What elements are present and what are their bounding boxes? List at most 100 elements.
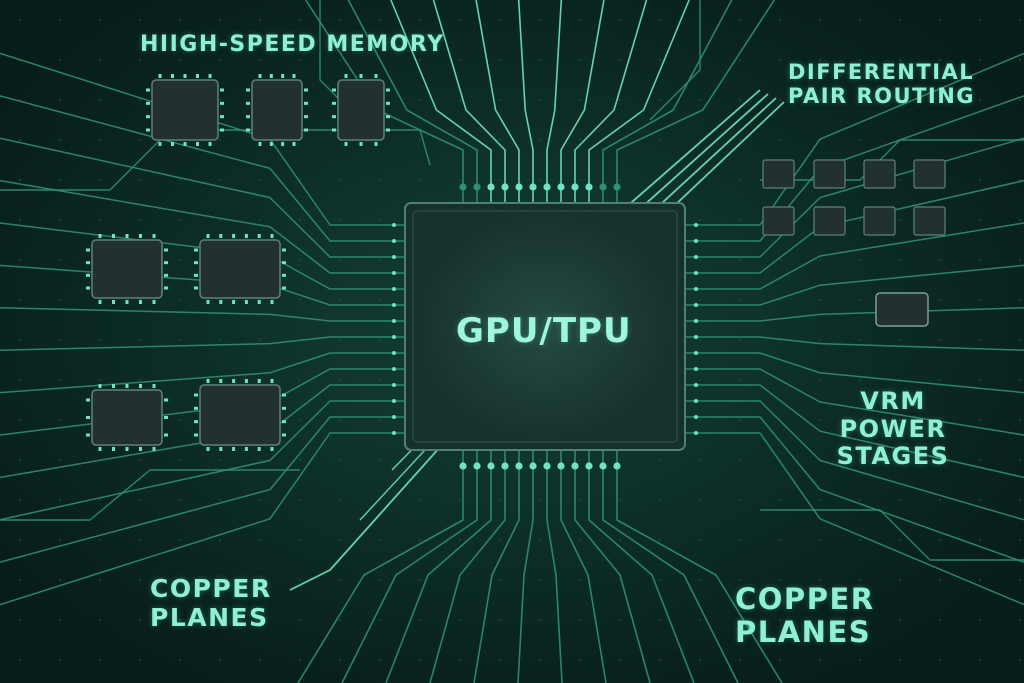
- grid-dot: [259, 219, 261, 221]
- grid-dot: [819, 339, 821, 341]
- memory-chip: [199, 239, 281, 299]
- trace-decor: [649, 0, 701, 121]
- grid-dot: [179, 659, 181, 661]
- grid-dot: [459, 179, 461, 181]
- trace-top: [475, 0, 520, 203]
- high-speed-memory-label: HIIGH-SPEED MEMORY: [140, 32, 445, 57]
- grid-dot: [899, 59, 901, 61]
- component-pin: [98, 300, 102, 304]
- pad-bottom: [501, 462, 509, 470]
- pad-bottom: [515, 462, 523, 470]
- grid-dot: [339, 539, 341, 541]
- pad-top: [543, 183, 551, 191]
- component-pin: [194, 273, 198, 277]
- grid-dot: [99, 139, 101, 141]
- trace-bottom: [429, 450, 506, 683]
- vrm-power-stage: [813, 206, 846, 236]
- grid-dot: [979, 379, 981, 381]
- component-pin: [125, 234, 129, 238]
- grid-dot: [539, 499, 541, 501]
- trace-bottom: [297, 450, 464, 683]
- grid-dot: [579, 19, 581, 21]
- grid-dot: [59, 179, 61, 181]
- grid-dot: [619, 179, 621, 181]
- grid-dot: [979, 259, 981, 261]
- grid-dot: [659, 59, 661, 61]
- grid-dot: [179, 59, 181, 61]
- grid-dot: [19, 379, 21, 381]
- grid-dot: [219, 59, 221, 61]
- grid-dot: [739, 379, 741, 381]
- grid-dot: [139, 339, 141, 341]
- component-pin: [220, 88, 224, 92]
- trace-bottom: [560, 450, 607, 683]
- grid-dot: [739, 179, 741, 181]
- grid-dot: [619, 99, 621, 101]
- grid-dot: [19, 539, 21, 541]
- component-pin: [270, 379, 274, 383]
- grid-dot: [419, 179, 421, 181]
- grid-dot: [819, 579, 821, 581]
- grid-dot: [899, 259, 901, 261]
- component-pin: [139, 447, 142, 451]
- component-pin: [282, 261, 286, 265]
- grid-dot: [539, 539, 541, 541]
- trace-decor: [0, 469, 300, 521]
- component-pin: [281, 74, 285, 78]
- grid-dot: [59, 379, 61, 381]
- grid-dot: [459, 499, 461, 501]
- component-pin: [98, 384, 102, 388]
- grid-dot: [739, 59, 741, 61]
- trace-top: [588, 0, 690, 203]
- grid-dot: [499, 139, 501, 141]
- copper-left-line1: COPPER: [150, 574, 272, 603]
- grid-dot: [699, 579, 701, 581]
- grid-dot: [99, 619, 101, 621]
- grid-dot: [339, 499, 341, 501]
- trace-right: [685, 352, 1024, 394]
- pad-top: [501, 183, 509, 191]
- grid-dot: [419, 19, 421, 21]
- grid-dot: [59, 59, 61, 61]
- grid-dot: [419, 459, 421, 461]
- pin-left: [392, 239, 396, 243]
- pin-right: [694, 255, 698, 259]
- component-pin: [232, 234, 236, 238]
- component-pin: [86, 286, 90, 290]
- grid-dot: [899, 579, 901, 581]
- grid-dot: [779, 619, 781, 621]
- grid-dot: [59, 19, 61, 21]
- grid-dot: [1019, 299, 1021, 301]
- component-pin: [196, 142, 199, 146]
- component-pin: [164, 248, 168, 252]
- grid-dot: [59, 259, 61, 261]
- vrm-label-line3: STAGES: [836, 442, 950, 471]
- grid-dot: [779, 19, 781, 21]
- grid-dot: [699, 99, 701, 101]
- grid-dot: [219, 179, 221, 181]
- component-pin: [219, 379, 223, 383]
- grid-dot: [419, 499, 421, 501]
- grid-dot: [859, 419, 861, 421]
- pin-right: [694, 271, 698, 275]
- grid-dot: [739, 499, 741, 501]
- grid-dot: [939, 59, 941, 61]
- pin-right: [694, 431, 698, 435]
- grid-dot: [819, 419, 821, 421]
- grid-dot: [619, 619, 621, 621]
- grid-dot: [179, 299, 181, 301]
- grid-dot: [179, 579, 181, 581]
- grid-dot: [339, 299, 341, 301]
- grid-dot: [139, 19, 141, 21]
- component-pin: [220, 128, 224, 132]
- grid-dot: [699, 219, 701, 221]
- grid-dot: [219, 339, 221, 341]
- memory-chip: [337, 79, 385, 141]
- trace-bottom: [546, 450, 563, 683]
- trace-bottom: [588, 450, 695, 683]
- grid-dot: [1019, 499, 1021, 501]
- pad-top: [599, 183, 607, 191]
- grid-dot: [299, 579, 301, 581]
- component-pin: [282, 248, 286, 252]
- grid-dot: [259, 619, 261, 621]
